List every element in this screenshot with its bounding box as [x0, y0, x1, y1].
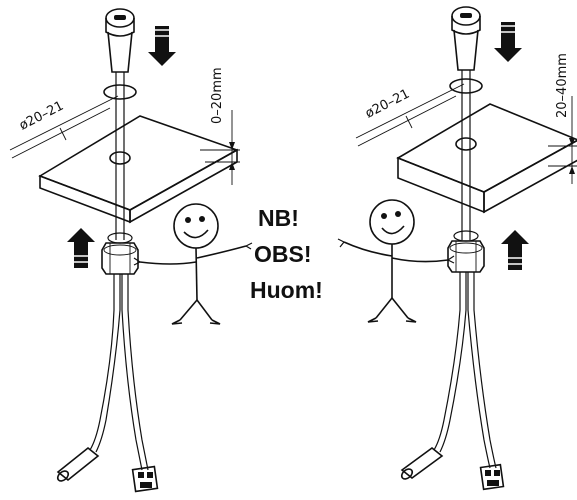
right-thickness-label: 20–40mm [555, 53, 570, 118]
arrow-up-icon [67, 228, 95, 268]
left-thickness-dimension: 0–20mm [200, 67, 240, 185]
connector-plug-icon [131, 465, 159, 493]
right-hex-nut [447, 230, 485, 273]
right-thickness-dimension: 20–40mm [548, 53, 577, 184]
notice-line-huom: Huom! [250, 277, 323, 303]
stick-figure-icon [133, 203, 253, 325]
arrow-up-icon [501, 230, 529, 270]
stick-figure-icon [337, 199, 455, 323]
arrow-down-icon [148, 26, 176, 66]
left-cables [56, 274, 159, 493]
connector-plug-icon [479, 463, 505, 491]
left-hex-nut [101, 232, 139, 275]
left-knob [105, 8, 135, 73]
left-assembly: ø20–21 0–20mm [9, 8, 240, 493]
left-thickness-label: 0–20mm [210, 67, 225, 124]
right-o-ring [449, 78, 483, 94]
left-diameter-dimension: ø20–21 [9, 95, 119, 159]
left-diameter-label: ø20–21 [17, 99, 66, 134]
right-diameter-dimension: ø20–21 [355, 83, 465, 147]
notice-line-obs: OBS! [254, 241, 312, 267]
notice-line-nb: NB! [258, 205, 299, 231]
right-assembly: ø20–21 20–40mm [355, 6, 577, 491]
right-cables [400, 272, 505, 491]
right-diameter-label: ø20–21 [363, 87, 412, 122]
left-mounting-plate [38, 115, 239, 224]
right-knob [451, 6, 481, 71]
sensor-probe-icon [56, 446, 100, 482]
right-mounting-plate [396, 103, 577, 214]
arrow-down-icon [494, 22, 522, 62]
left-o-ring [103, 84, 137, 100]
notice-text: NB! OBS! Huom! [250, 205, 323, 303]
sensor-probe-icon [400, 446, 444, 480]
